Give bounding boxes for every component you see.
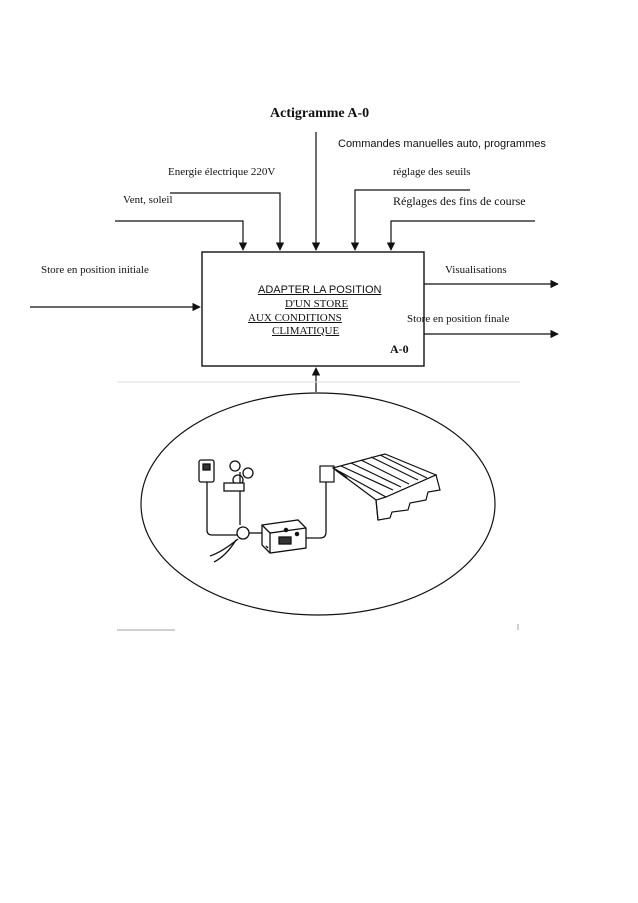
- label-visualisations: Visualisations: [445, 264, 507, 276]
- mechanism-ellipse: [140, 392, 496, 616]
- function-code: A-0: [390, 342, 409, 356]
- diagram-title: Actigramme A-0: [270, 106, 370, 121]
- function-line-2: D'UN STORE: [285, 298, 349, 310]
- control-box-illustration: [261, 482, 327, 554]
- arrow-wind-sun: [115, 220, 248, 251]
- label-wind-sun: Vent, soleil: [123, 194, 173, 206]
- arrow-limit-settings: [386, 220, 535, 251]
- label-input: Store en position initiale: [41, 264, 149, 276]
- function-line-1: ADAPTER LA POSITION: [258, 284, 382, 296]
- sensors-illustration: [198, 459, 262, 563]
- label-energy: Energie électrique 220V: [168, 166, 276, 178]
- awning-illustration: [319, 453, 441, 521]
- label-commands: Commandes manuelles auto, programmes: [338, 138, 546, 150]
- function-box: [201, 251, 425, 367]
- label-final-position: Store en position finale: [407, 313, 510, 325]
- function-line-3: AUX CONDITIONS: [248, 312, 342, 324]
- function-line-4: CLIMATIQUE: [272, 325, 340, 337]
- arrow-energy: [170, 192, 285, 251]
- label-limit-settings: Réglages des fins de course: [393, 194, 526, 208]
- label-thresholds: réglage des seuils: [393, 166, 471, 178]
- arrow-thresholds: [350, 189, 470, 251]
